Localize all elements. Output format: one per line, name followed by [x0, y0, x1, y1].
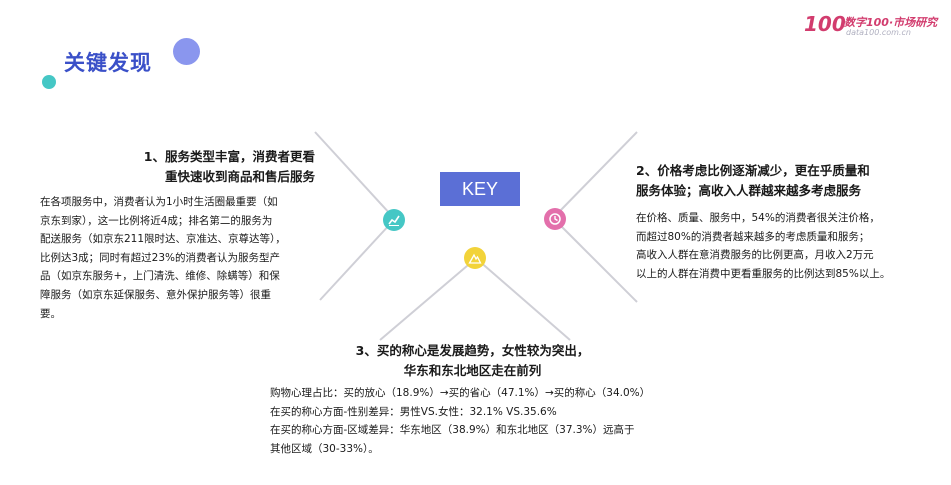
logo-subtext: data100.com.cn — [846, 28, 911, 37]
finding-3-body: 购物心理占比：买的放心（18.9%）→买的省心（47.1%）→买的称心（34.0… — [270, 387, 651, 455]
mountain-icon — [464, 247, 486, 269]
connector-line-lower-right — [556, 221, 638, 303]
connector-line-upper-left — [314, 131, 393, 217]
clock-icon — [544, 208, 566, 230]
connector-line-bottom-right — [477, 259, 571, 341]
finding-2-body: 在价格、质量、服务中，54%的消费者很关注价格， 而超过80%的消费者越来越多的… — [636, 212, 891, 280]
connector-line-upper-right — [556, 131, 638, 215]
connector-line-lower-left — [319, 221, 393, 301]
finding-1-heading: 1、服务类型丰富，消费者更看 重快速收到商品和售后服务 — [143, 149, 315, 184]
finding-1-body: 在各项服务中，消费者认为1小时生活圈最重要（如 京东到家），这一比例将近4成；排… — [40, 196, 286, 320]
decorative-dot-large — [173, 38, 200, 65]
logo-text: 数字100·市场研究 — [844, 16, 938, 29]
finding-3-heading: 3、买的称心是发展趋势，女性较为突出， 华东和东北地区走在前列 — [355, 343, 590, 378]
decorative-dot-small — [42, 75, 56, 89]
logo-number: 100 — [804, 12, 846, 36]
brand-logo: 100 数字100·市场研究 data100.com.cn — [804, 12, 939, 38]
finding-2-heading: 2、价格考虑比例逐渐减少，更在乎质量和 服务体验；高收入人群越来越多考虑服务 — [636, 163, 870, 198]
connector-line-bottom-left — [379, 259, 475, 341]
key-box: KEY — [440, 172, 520, 206]
page-title: 关键发现 — [64, 51, 152, 75]
chart-growth-icon — [383, 209, 405, 231]
